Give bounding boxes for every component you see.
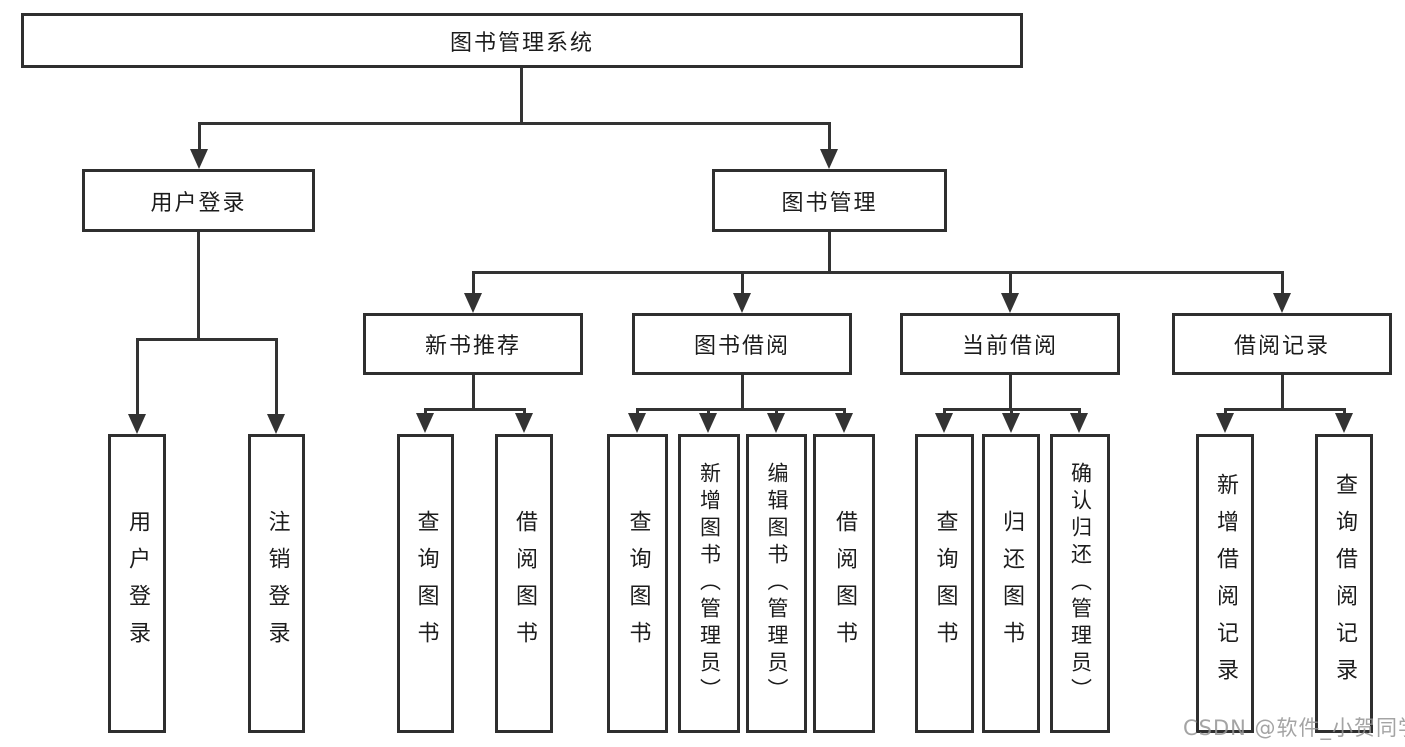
node-book-borrow: 图书借阅 xyxy=(632,313,852,375)
leaf-return-books-label: 归还图书 xyxy=(999,509,1024,658)
connector-arrow-shaft xyxy=(424,408,427,414)
node-new-book-recommend: 新书推荐 xyxy=(363,313,583,375)
node-user-login-branch: 用户登录 xyxy=(82,169,315,232)
connector-root-hbar xyxy=(198,122,831,125)
leaf-borrow-books-recommend: 借阅图书 xyxy=(495,434,553,733)
connector-arrow-shaft xyxy=(1224,408,1227,414)
leaf-borrow-books-recommend-label: 借阅图书 xyxy=(512,509,537,658)
leaf-edit-books-admin-label: 编辑图书（管理员） xyxy=(765,462,789,705)
connector-arrow-shaft xyxy=(523,408,526,414)
arrow-down-icon xyxy=(1273,293,1291,313)
arrow-down-icon xyxy=(1070,413,1088,433)
arrow-down-icon xyxy=(733,293,751,313)
node-borrow-records: 借阅记录 xyxy=(1172,313,1392,375)
connector-arrow-shaft xyxy=(775,408,778,414)
connector-records-hbar xyxy=(1224,408,1345,411)
leaf-add-borrow-record: 新增借阅记录 xyxy=(1196,434,1254,733)
csdn-watermark: CSDN @软件_小贺同学 xyxy=(1183,716,1405,740)
leaf-borrow-books-label: 借阅图书 xyxy=(832,509,857,658)
leaf-add-books-admin-label: 新增图书（管理员） xyxy=(697,462,722,705)
connector-recommend-hbar xyxy=(424,408,525,411)
connector-bookmgmt-hbar xyxy=(472,271,1283,274)
connector-arrow-shaft xyxy=(472,271,475,294)
connector-userlogin-stem xyxy=(197,232,200,338)
arrow-down-icon xyxy=(416,413,434,433)
connector-arrow-shaft xyxy=(707,408,710,414)
connector-current-stem xyxy=(1009,375,1012,408)
leaf-query-borrow-record: 查询借阅记录 xyxy=(1315,434,1373,733)
arrow-down-icon xyxy=(1001,293,1019,313)
leaf-return-books: 归还图书 xyxy=(982,434,1040,733)
connector-arrow-shaft xyxy=(741,271,744,294)
arrow-down-icon xyxy=(820,149,838,169)
leaf-query-books-borrow-label: 查询图书 xyxy=(625,509,651,658)
node-library-management-system: 图书管理系统 xyxy=(21,13,1023,68)
arrow-down-icon xyxy=(699,413,717,433)
arrow-down-icon xyxy=(190,149,208,169)
connector-arrow-shaft xyxy=(198,122,201,150)
arrow-down-icon xyxy=(935,413,953,433)
connector-root-stem xyxy=(520,68,523,122)
arrow-down-icon xyxy=(628,413,646,433)
leaf-logout: 注销登录 xyxy=(248,434,305,733)
leaf-edit-books-admin: 编辑图书（管理员） xyxy=(746,434,807,733)
leaf-add-borrow-record-label: 新增借阅记录 xyxy=(1213,472,1238,695)
leaf-user-login: 用户登录 xyxy=(108,434,166,733)
connector-arrow-shaft xyxy=(828,122,831,150)
arrow-down-icon xyxy=(1002,413,1020,433)
leaf-confirm-return-admin-label: 确认归还（管理员） xyxy=(1068,462,1093,705)
leaf-borrow-books: 借阅图书 xyxy=(813,434,875,733)
connector-borrow-stem xyxy=(741,375,744,408)
connector-arrow-shaft xyxy=(275,338,278,415)
leaf-logout-label: 注销登录 xyxy=(264,509,290,658)
arrow-down-icon xyxy=(835,413,853,433)
connector-arrow-shaft xyxy=(1078,408,1081,414)
connector-arrow-shaft xyxy=(1281,271,1284,294)
arrow-down-icon xyxy=(767,413,785,433)
leaf-query-books-recommend-label: 查询图书 xyxy=(413,509,439,658)
arrow-down-icon xyxy=(464,293,482,313)
connector-arrow-shaft xyxy=(1343,408,1346,414)
arrow-down-icon xyxy=(1335,413,1353,433)
connector-arrow-shaft xyxy=(843,408,846,414)
arrow-down-icon xyxy=(1216,413,1234,433)
leaf-query-books-current-label: 查询图书 xyxy=(932,509,958,658)
connector-arrow-shaft xyxy=(1010,408,1013,414)
connector-records-stem xyxy=(1281,375,1284,408)
node-book-management: 图书管理 xyxy=(712,169,947,232)
arrow-down-icon xyxy=(515,413,533,433)
node-current-borrow: 当前借阅 xyxy=(900,313,1120,375)
connector-arrow-shaft xyxy=(636,408,639,414)
connector-arrow-shaft xyxy=(136,338,139,415)
leaf-confirm-return-admin: 确认归还（管理员） xyxy=(1050,434,1110,733)
connector-arrow-shaft xyxy=(1009,271,1012,294)
leaf-query-books-current: 查询图书 xyxy=(915,434,974,733)
connector-userlogin-hbar xyxy=(136,338,278,341)
leaf-query-books-borrow: 查询图书 xyxy=(607,434,668,733)
connector-borrow-hbar xyxy=(636,408,845,411)
arrow-down-icon xyxy=(267,414,285,434)
arrow-down-icon xyxy=(128,414,146,434)
leaf-user-login-label: 用户登录 xyxy=(125,509,150,658)
connector-arrow-shaft xyxy=(943,408,946,414)
connector-bookmgmt-stem xyxy=(828,232,831,271)
leaf-add-books-admin: 新增图书（管理员） xyxy=(678,434,740,733)
leaf-query-borrow-record-label: 查询借阅记录 xyxy=(1332,472,1357,695)
leaf-query-books-recommend: 查询图书 xyxy=(397,434,454,733)
connector-recommend-stem xyxy=(472,375,475,408)
